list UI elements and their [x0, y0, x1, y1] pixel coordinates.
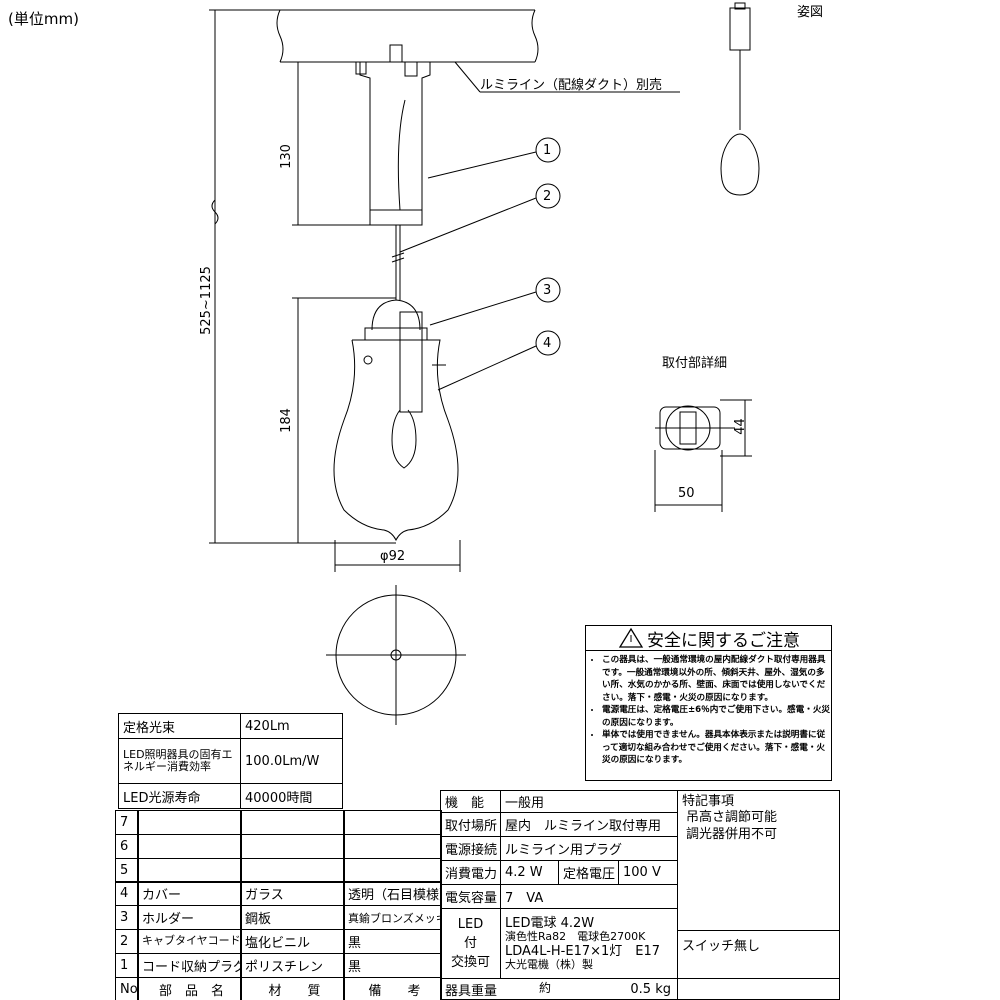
- parts-cell: 1: [115, 952, 139, 978]
- note-item: 吊高さ調節可能: [686, 810, 778, 826]
- notes-cell: 特記事項 吊高さ調節可能 調光器併用不可: [677, 790, 840, 931]
- safety-item: この器具は、一般通常環境の屋内配線ダクト取付専用器具です。一般通常環境以外の所、…: [602, 654, 831, 704]
- parts-cell: 5: [115, 857, 139, 883]
- parts-header-cell: 材 質: [240, 976, 345, 1000]
- safety-notice: 安全に関するご注意 この器具は、一般通常環境の屋内配線ダクト取付専用器具です。一…: [585, 625, 832, 781]
- parts-cell: ガラス: [240, 881, 345, 907]
- parts-cell: 6: [115, 833, 139, 859]
- parts-cell: 鋼板: [240, 905, 345, 931]
- spec-label: 消費電力: [440, 860, 501, 885]
- parts-cell: [343, 810, 442, 835]
- rated-label: 定格光束: [118, 713, 241, 739]
- parts-header-cell: 備 考: [343, 976, 442, 1000]
- spec-label: 電気容量: [440, 884, 501, 909]
- safety-item: 単体では使用できません。器具本体表示または説明書に従って適切な組み合わせでご使用…: [602, 729, 831, 767]
- callout-leaders: [399, 137, 561, 391]
- led-line: 演色性Ra82 電球色2700K: [505, 930, 646, 944]
- parts-cell: 4: [115, 881, 139, 907]
- dim-detail-width: 50: [678, 486, 695, 501]
- rated-label: LED光源寿命: [118, 783, 241, 809]
- callout-1: 1: [543, 143, 552, 158]
- parts-cell: 3: [115, 905, 139, 931]
- dim-shade-diameter: φ92: [380, 549, 406, 564]
- callout-3: 3: [543, 283, 552, 298]
- parts-cell: [137, 833, 242, 859]
- parts-header-cell: 部 品 名: [137, 976, 242, 1000]
- led-label-line: LED: [457, 917, 484, 932]
- callout-4: 4: [543, 336, 552, 351]
- parts-cell: ホルダー: [137, 905, 242, 931]
- spec-value: 4.2 W: [500, 860, 559, 885]
- spec-value: 屋内 ルミライン取付専用: [500, 812, 678, 837]
- parts-cell: 黒: [343, 952, 442, 978]
- weight-prefix: 約: [539, 981, 552, 995]
- duct-label: ルミライン（配線ダクト）別売: [480, 78, 663, 93]
- dim-total-height: 525~1125: [198, 266, 214, 335]
- parts-cell: [343, 833, 442, 859]
- blank-cell: [677, 978, 840, 1000]
- dim-plug-height: 130: [278, 144, 294, 169]
- unit-label: (単位mm): [8, 10, 79, 28]
- warning-triangle-icon: [618, 627, 644, 648]
- rated-label: LED照明器具の固有エネルギー消費効率: [118, 738, 241, 784]
- spec-value: 一般用: [500, 790, 678, 813]
- led-label-line: 付: [463, 936, 477, 951]
- mount-detail-drawing: [654, 399, 752, 512]
- safety-title: 安全に関するご注意: [647, 630, 800, 651]
- weight-value: 0.5 kg: [630, 981, 671, 997]
- weight-row: 器具重量 約 0.5 kg: [440, 978, 678, 1000]
- parts-cell: [240, 810, 345, 835]
- parts-cell: 2: [115, 929, 139, 954]
- parts-cell: [240, 857, 345, 883]
- parts-cell: [137, 810, 242, 835]
- parts-cell: 真鍮ブロンズメッキ: [343, 905, 442, 931]
- dimension-lines: [209, 9, 461, 572]
- led-details: LED電球 4.2W 演色性Ra82 電球色2700K LDA4L-H-E17×…: [500, 908, 678, 979]
- spec-label: 電源接続: [440, 836, 501, 861]
- rated-value: 420Lm: [240, 713, 343, 739]
- switch-cell: スイッチ無し: [677, 930, 840, 979]
- led-label-line: 交換可: [450, 955, 490, 970]
- spec-label: 取付場所: [440, 812, 501, 837]
- duct-drawing: [276, 9, 680, 93]
- parts-cell: 黒: [343, 929, 442, 954]
- parts-header-cell: No: [115, 976, 139, 1000]
- parts-cell: [240, 833, 345, 859]
- parts-cell: 塩化ビニル: [240, 929, 345, 954]
- view-label: 姿図: [797, 5, 824, 20]
- parts-cell: カバー: [137, 881, 242, 907]
- parts-cell: [343, 857, 442, 883]
- parts-cell: 透明（石目模様）: [343, 881, 442, 907]
- safety-item: 電源電圧は、定格電圧±6％内でご使用下さい。感電・火災の原因になります。: [602, 704, 831, 729]
- parts-cell: コード収納プラグ: [137, 952, 242, 978]
- rated-value: 100.0Lm/W: [240, 738, 343, 784]
- parts-cell: キャブタイヤコード: [137, 929, 242, 954]
- led-label: LED 付 交換可: [440, 908, 501, 979]
- mini-view-drawing: [720, 2, 760, 196]
- dim-detail-height: 44: [732, 418, 748, 435]
- bottom-view-drawing: [326, 585, 466, 725]
- spec-value: 7 VA: [500, 884, 678, 909]
- callout-2: 2: [543, 189, 552, 204]
- parts-cell: 7: [115, 810, 139, 835]
- weight-label: 器具重量: [445, 983, 498, 999]
- parts-cell: ポリスチレン: [240, 952, 345, 978]
- pendant-shade-drawing: [333, 299, 459, 542]
- spec-label: 機 能: [440, 790, 501, 813]
- spec-value: ルミライン用プラグ: [500, 836, 678, 861]
- led-line: 大光電機（株）製: [505, 958, 593, 972]
- plug-drawing: [355, 44, 431, 300]
- note-item: 調光器併用不可: [686, 826, 778, 842]
- spec-value: 100 V: [618, 860, 678, 885]
- led-line: LED電球 4.2W: [505, 915, 595, 931]
- rated-value: 40000時間: [240, 783, 343, 809]
- detail-label: 取付部詳細: [662, 356, 728, 371]
- dim-shade-height: 184: [278, 408, 294, 433]
- led-line: LDA4L-H-E17×1灯 E17: [505, 943, 661, 959]
- spec-label: 定格電圧: [558, 860, 619, 885]
- notes-title: 特記事項: [682, 794, 735, 809]
- parts-cell: [137, 857, 242, 883]
